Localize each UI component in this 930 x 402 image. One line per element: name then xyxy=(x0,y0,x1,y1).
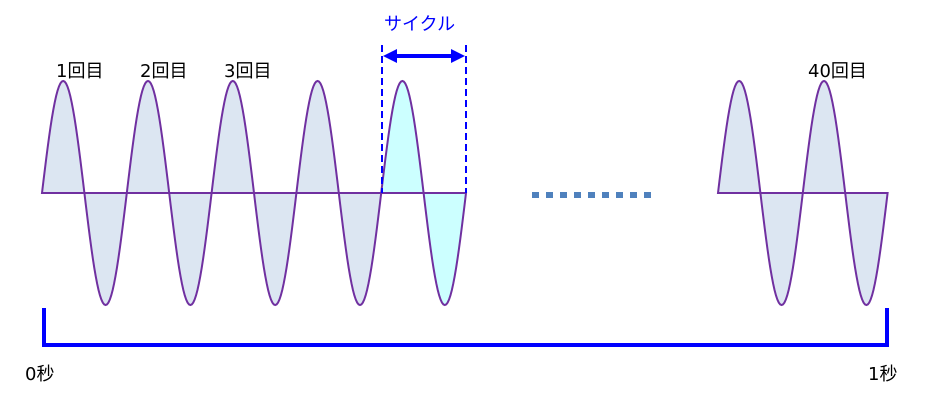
count-label-2: 2回目 xyxy=(140,61,188,82)
ellipsis-dot xyxy=(532,192,539,198)
ellipsis-dot xyxy=(574,192,581,198)
ellipsis-dot xyxy=(546,192,553,198)
cycle-double-arrow-icon xyxy=(383,49,465,63)
count-label-3: 3回目 xyxy=(224,61,272,82)
cycle-label: サイクル xyxy=(384,14,456,35)
count-label-1: 1回目 xyxy=(56,61,104,82)
ellipsis-dots xyxy=(532,192,651,198)
count-label-40: 40回目 xyxy=(808,61,867,82)
ellipsis-dot xyxy=(616,192,623,198)
ellipsis-dot xyxy=(560,192,567,198)
time-end-label: 1秒 xyxy=(868,364,898,385)
ellipsis-dot xyxy=(630,192,637,198)
ellipsis-dot xyxy=(588,192,595,198)
time-start-label: 0秒 xyxy=(25,364,55,385)
ellipsis-dot xyxy=(602,192,609,198)
time-bracket xyxy=(42,308,889,347)
ellipsis-dot xyxy=(644,192,651,198)
